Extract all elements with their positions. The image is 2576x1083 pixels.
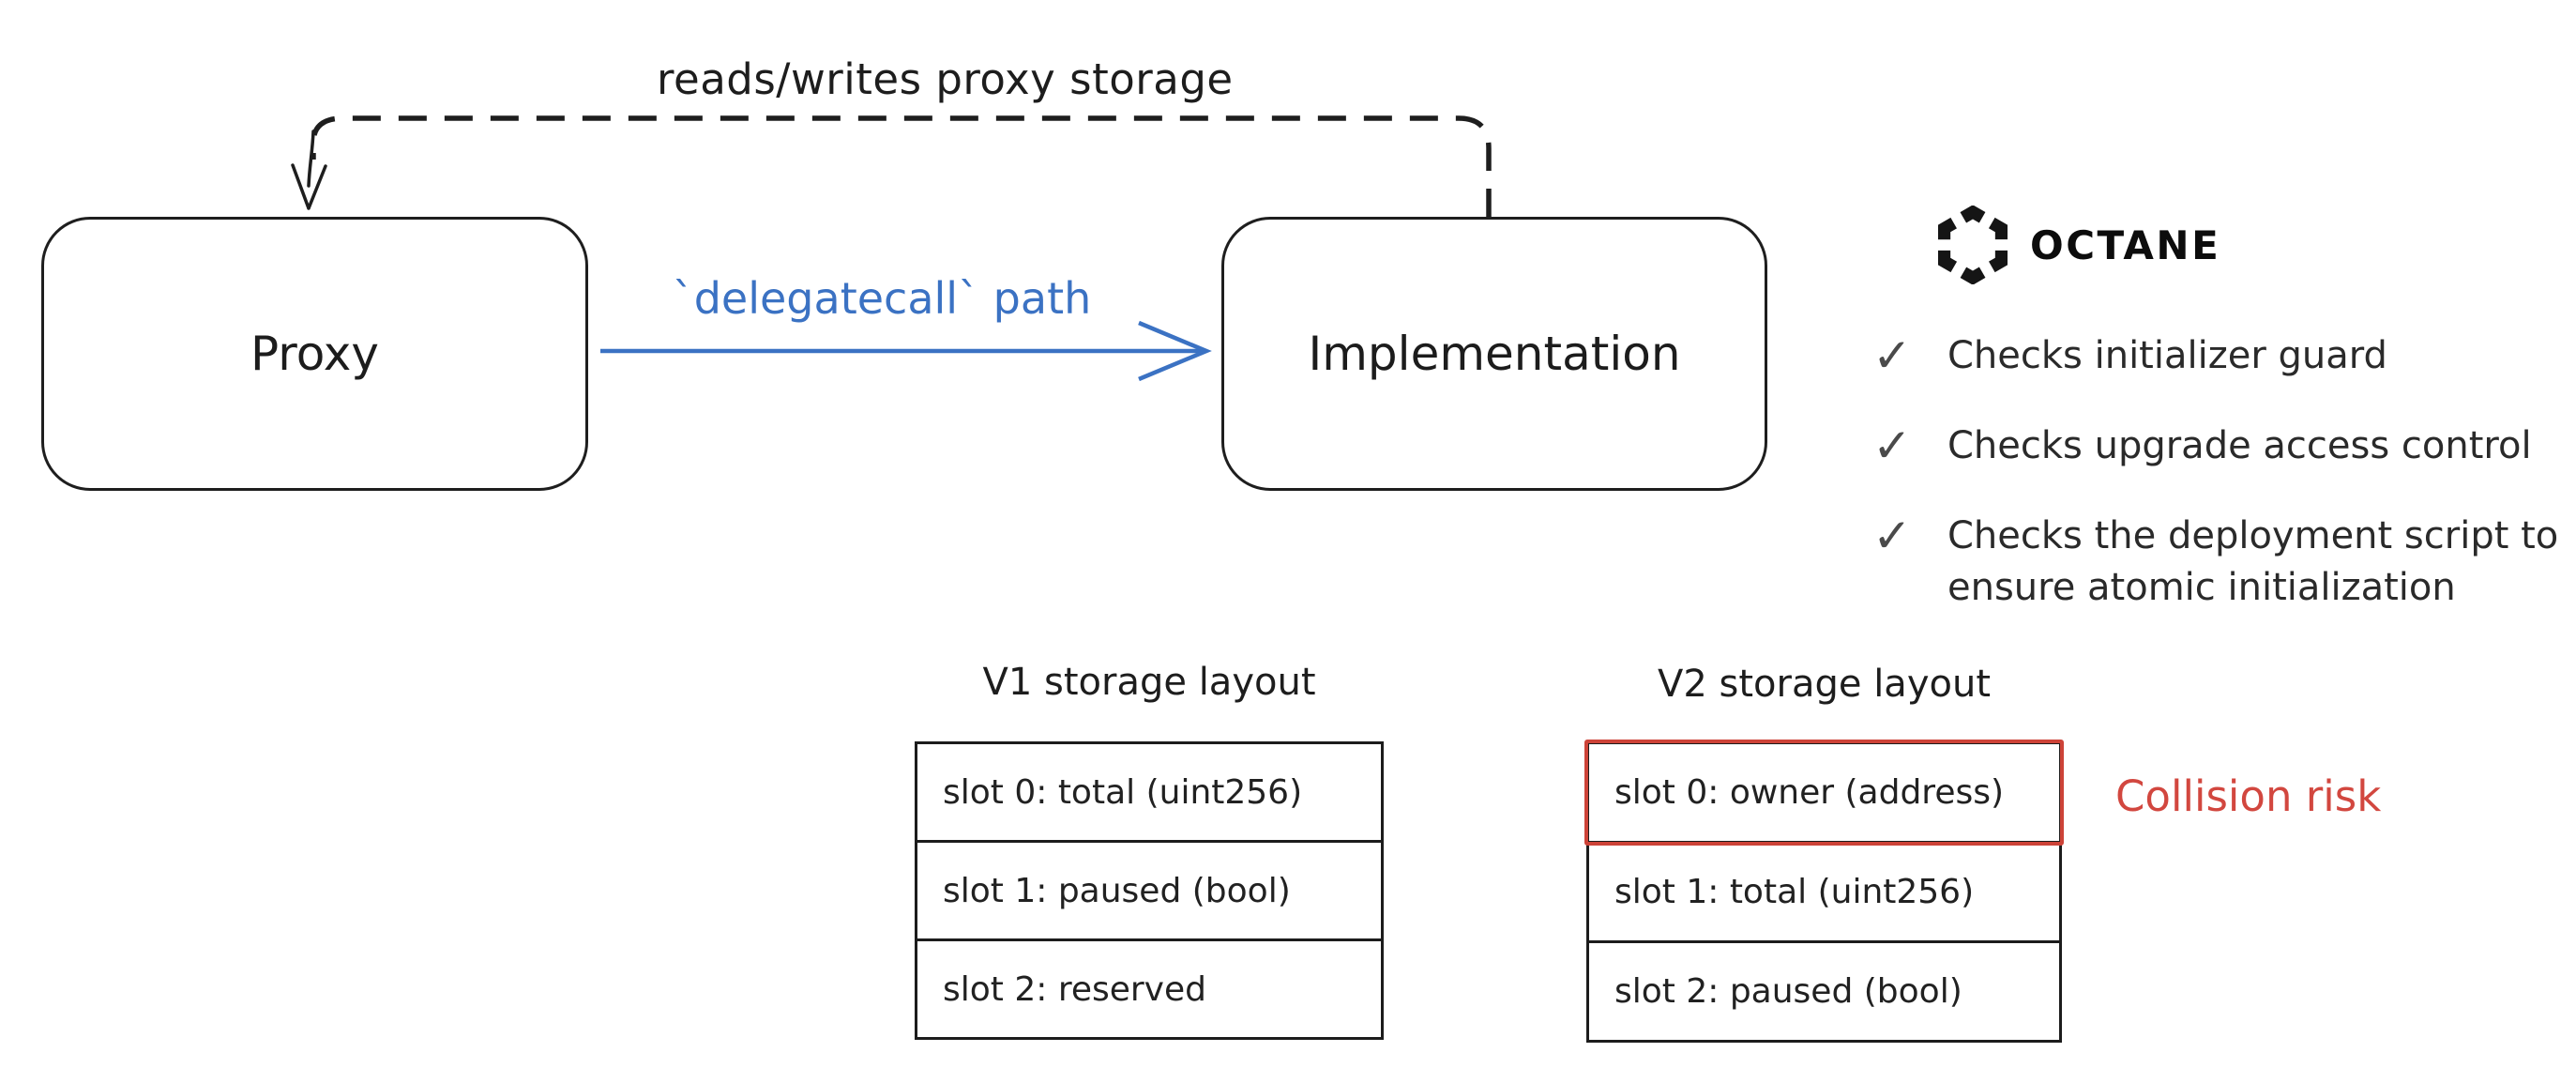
checklist-item-label: Checks upgrade access control — [1947, 424, 2532, 467]
octane-logo: OCTANE — [1936, 206, 2220, 284]
checkmark-icon: ✓ — [1872, 419, 1912, 473]
storage-arc-dashed-line — [311, 115, 1492, 217]
checklist-item-label: Checks the deployment script to ensure a… — [1947, 514, 2559, 609]
implementation-box: Implementation — [1221, 217, 1767, 491]
table-row: slot 0: total (uint256) — [943, 772, 1303, 812]
storage-arc-arrowhead — [291, 130, 327, 210]
collision-risk-label: Collision risk — [2115, 771, 2382, 821]
octane-wordmark: OCTANE — [2030, 221, 2221, 268]
storage-arc-label: reads/writes proxy storage — [657, 54, 1234, 104]
octane-checklist: ✓ Checks initializer guard ✓ Checks upgr… — [1872, 330, 2576, 652]
checkmark-icon: ✓ — [1872, 328, 1912, 383]
octane-hexagon-icon — [1937, 206, 2008, 284]
delegatecall-arrowhead — [1138, 320, 1212, 382]
checklist-item-label: Checks initializer guard — [1947, 334, 2387, 377]
checklist-item: ✓ Checks the deployment script to ensure… — [1872, 511, 2576, 614]
checklist-item: ✓ Checks initializer guard — [1872, 330, 2576, 382]
implementation-box-label: Implementation — [1308, 327, 1681, 381]
table-row: slot 1: total (uint256) — [1589, 841, 2059, 940]
table-row: slot 0: owner (address) — [1614, 773, 2005, 812]
table-row: slot 2: reserved — [917, 938, 1381, 1037]
table-row: slot 1: paused (bool) — [917, 840, 1381, 938]
delegatecall-label: `delegatecall` path — [672, 273, 1092, 324]
v2-storage-table: slot 0: owner (address) slot 1: total (u… — [1586, 741, 2062, 1043]
v2-table-title: V2 storage layout — [1658, 663, 1991, 706]
table-row: slot 2: paused (bool) — [1589, 940, 2059, 1040]
v1-table-title: V1 storage layout — [982, 661, 1316, 704]
checklist-item: ✓ Checks upgrade access control — [1872, 420, 2576, 472]
v1-storage-table: slot 0: total (uint256) slot 1: paused (… — [915, 741, 1384, 1040]
checkmark-icon: ✓ — [1872, 509, 1912, 563]
proxy-box-label: Proxy — [250, 327, 379, 381]
proxy-box: Proxy — [41, 217, 588, 491]
